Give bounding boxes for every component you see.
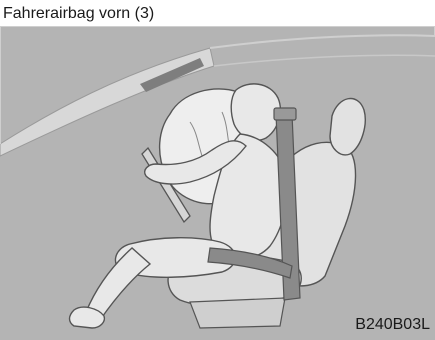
seat-base <box>190 298 285 328</box>
section-caption: Fahrerairbag vorn (3) <box>3 5 154 23</box>
figure-code: B240B03L <box>355 316 430 334</box>
driver-head <box>231 84 280 140</box>
airbag-illustration: B240B03L <box>0 26 435 340</box>
seatbelt-anchor <box>274 108 296 120</box>
